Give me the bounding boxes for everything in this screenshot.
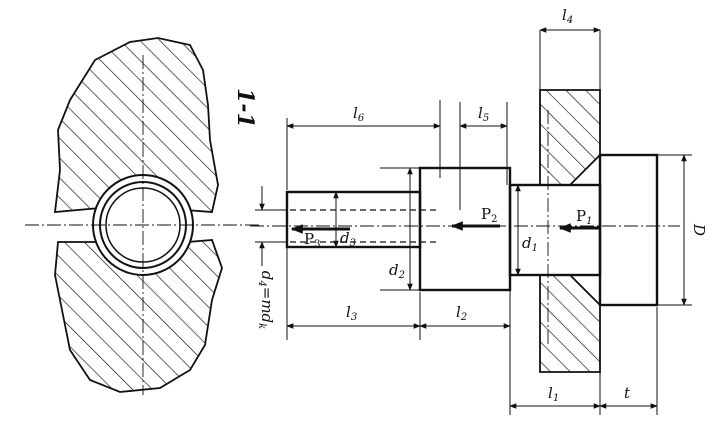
die-plate-lower [539, 274, 601, 373]
d2-label: d2 [389, 261, 405, 281]
d1-section [508, 183, 602, 277]
d3-label: d3 [340, 229, 356, 249]
l4-label: l4 [562, 6, 573, 26]
die-plate-upper [539, 89, 601, 186]
d4-label: d4=mdk [256, 271, 276, 329]
cross-section-view: 1-1 [25, 37, 262, 395]
punch-head [598, 153, 659, 307]
dimension-lines: l4 l6 l5 l3 l2 l1 t D d1 [255, 6, 707, 415]
D-label: D [690, 223, 707, 236]
d3-section [285, 190, 422, 249]
p1-label: P1 [576, 207, 592, 227]
p3-label: P3 [304, 230, 320, 250]
die-plate [539, 30, 601, 373]
l6-label: l6 [353, 104, 365, 124]
section-label: 1-1 [232, 88, 258, 128]
p2-label: P2 [481, 205, 497, 225]
d1-label: d1 [522, 234, 538, 254]
l5-label: l5 [478, 104, 489, 124]
l3-label: l3 [346, 303, 357, 323]
d2-section [418, 166, 512, 292]
t-label: t [624, 384, 631, 402]
force-arrows: P3 P2 P1 [290, 205, 600, 250]
l1-label: l1 [548, 384, 559, 404]
l2-label: l2 [456, 303, 467, 323]
stepped-punch [250, 110, 680, 345]
